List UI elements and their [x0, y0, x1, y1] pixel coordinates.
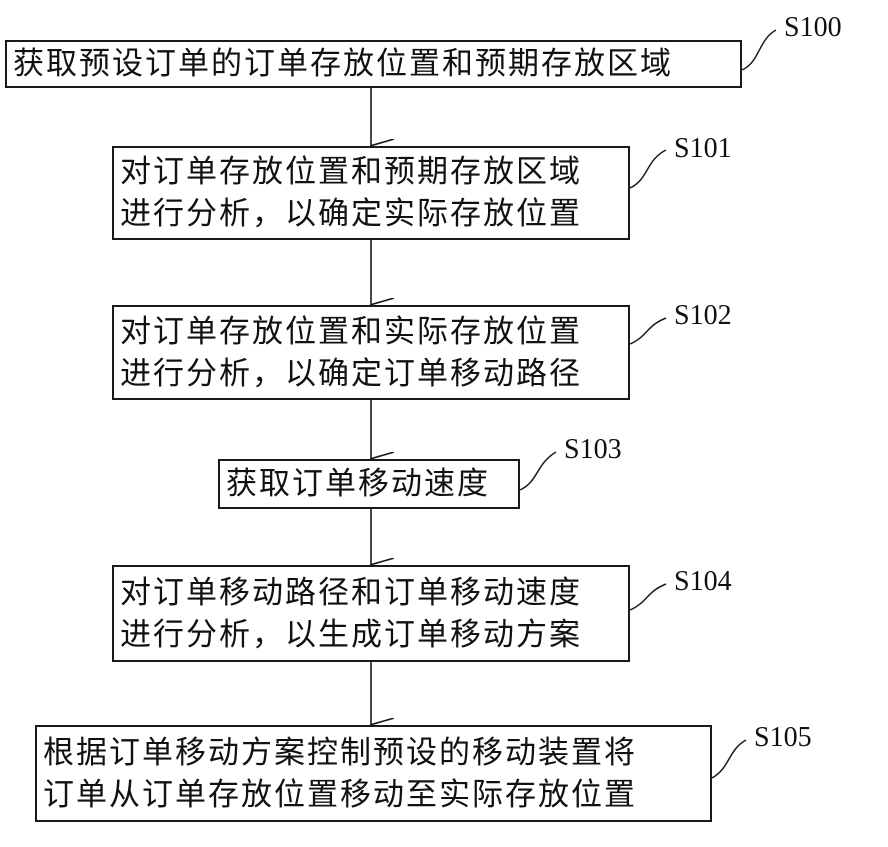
step-box-s105: 根据订单移动方案控制预设的移动装置将 订单从订单存放位置移动至实际存放位置: [35, 725, 712, 822]
step-box-s101: 对订单存放位置和预期存放区域 进行分析，以确定实际存放位置: [112, 146, 630, 240]
step-box-s103: 获取订单移动速度: [218, 459, 520, 509]
leader-s105: [712, 740, 746, 778]
step-text-line: 对订单移动路径和订单移动速度: [120, 572, 582, 614]
step-label-s103: S103: [564, 436, 622, 464]
step-box-s102: 对订单存放位置和实际存放位置 进行分析，以确定订单移动路径: [112, 305, 630, 400]
step-text-line: 进行分析，以确定实际存放位置: [120, 193, 582, 235]
step-text-line: 对订单存放位置和实际存放位置: [120, 311, 582, 353]
leader-s100: [742, 30, 776, 70]
leader-s104: [630, 584, 666, 610]
step-text-line: 对订单存放位置和预期存放区域: [120, 151, 582, 193]
step-label-s104: S104: [674, 568, 732, 596]
step-text-line: 获取订单移动速度: [226, 463, 490, 505]
leader-s102: [630, 318, 666, 344]
step-text-line: 订单从订单存放位置移动至实际存放位置: [43, 774, 637, 816]
step-text-line: 获取预设订单的订单存放位置和预期存放区域: [13, 43, 673, 85]
step-text-line: 进行分析，以确定订单移动路径: [120, 353, 582, 395]
leader-s101: [630, 150, 666, 188]
leader-s103: [520, 452, 556, 490]
step-label-s100: S100: [784, 14, 842, 42]
step-label-s102: S102: [674, 302, 732, 330]
step-label-s101: S101: [674, 135, 732, 163]
step-box-s100: 获取预设订单的订单存放位置和预期存放区域: [5, 40, 742, 88]
step-label-s105: S105: [754, 724, 812, 752]
step-box-s104: 对订单移动路径和订单移动速度 进行分析，以生成订单移动方案: [112, 565, 630, 662]
step-text-line: 进行分析，以生成订单移动方案: [120, 614, 582, 656]
step-text-line: 根据订单移动方案控制预设的移动装置将: [43, 732, 637, 774]
